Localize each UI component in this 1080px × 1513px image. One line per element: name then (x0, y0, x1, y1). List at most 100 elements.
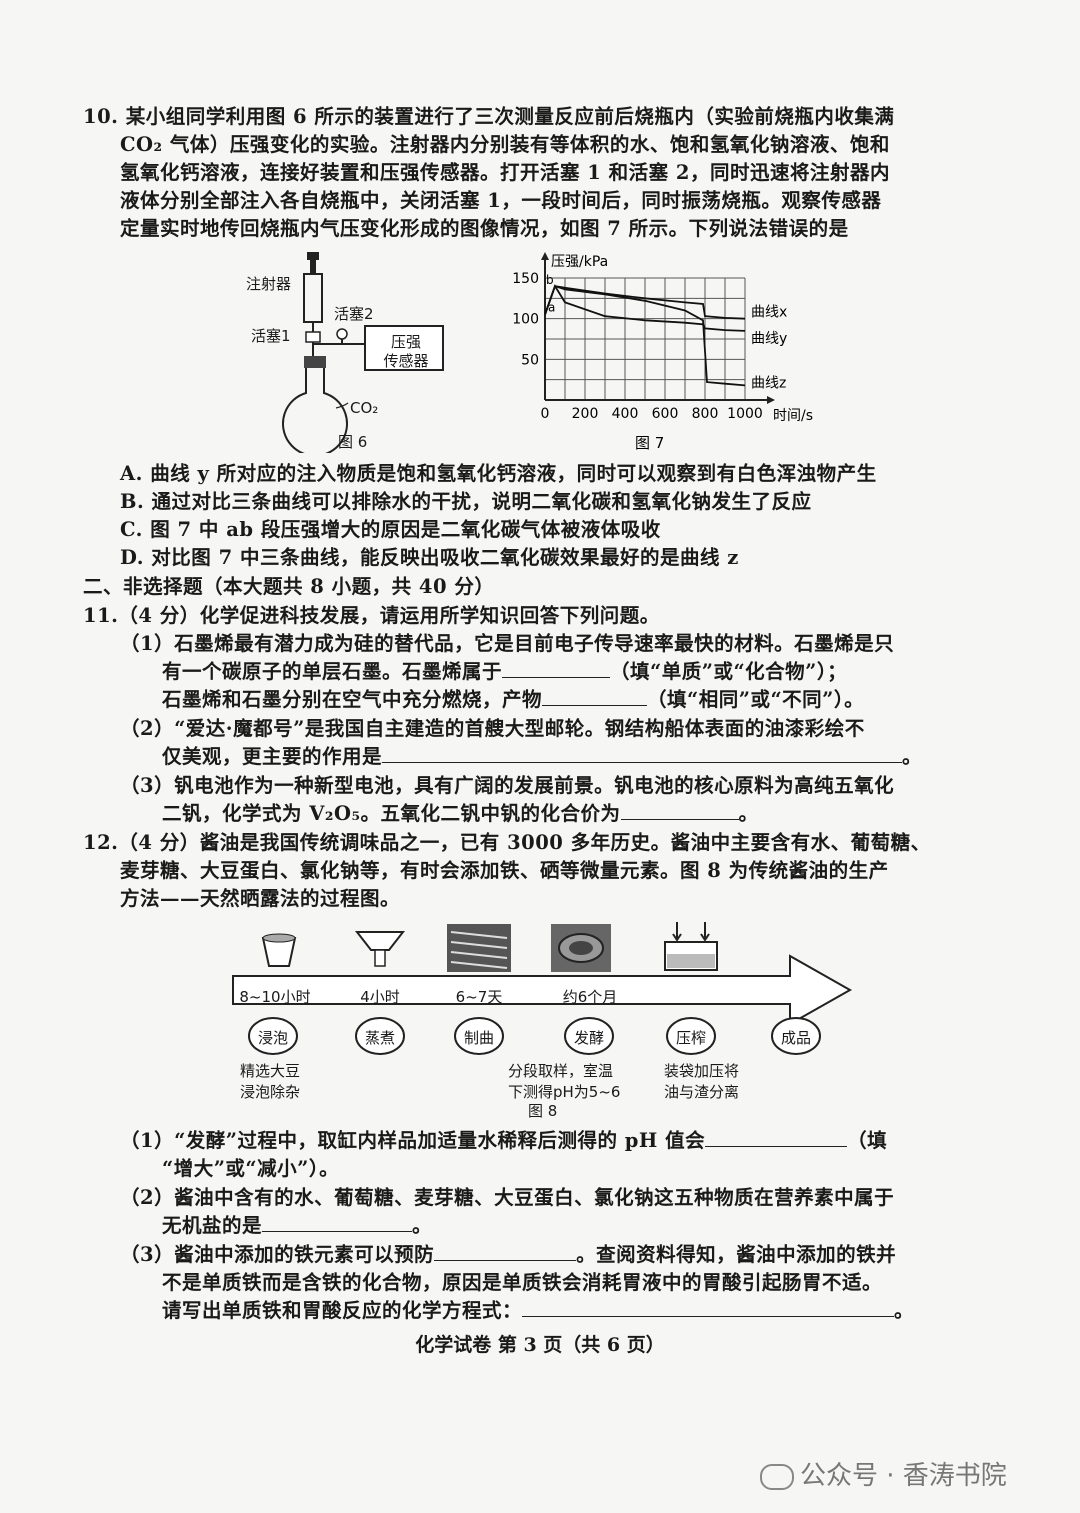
q11-answer-4-blank[interactable] (620, 801, 739, 820)
q11-p1-text-a: 有一个碳原子的单层石墨。石墨烯属于 (162, 660, 503, 683)
label-sensor-2: 传感器 (383, 352, 429, 370)
option-a: A. 曲线 y 所对应的注入物质是饱和氢氧化钙溶液，同时可以观察到有白色浑浊物产… (120, 462, 877, 485)
y-tick-label: 150 (512, 271, 539, 287)
time-label-3: 6~7天 (455, 988, 503, 1006)
series-label-1: 曲线x (751, 305, 787, 321)
q12-p2-line-2: 无机盐的是 。 (162, 1212, 432, 1240)
step-ferment: 发酵 (573, 1029, 604, 1047)
q12-answer-1-blank[interactable] (705, 1128, 848, 1147)
q11-p2-text-a: 仅美观，更主要的作用是 (162, 745, 383, 768)
option-d: D. 对比图 7 中三条曲线，能反映出吸收二氧化碳效果最好的是曲线 z (120, 546, 739, 569)
figure-6-caption: 图 6 (338, 433, 368, 451)
step-press: 压榨 (675, 1029, 706, 1047)
q11-heading: 11.（4 分）化学促进科技发展，请运用所学知识回答下列问题。 (83, 604, 660, 627)
q11-answer-1-blank[interactable] (502, 659, 611, 678)
flask-stopper (304, 356, 326, 368)
q11-answer-3-blank[interactable] (382, 744, 903, 763)
time-label-4: 约6个月 (562, 988, 618, 1006)
series-line-3 (544, 284, 746, 387)
q10-line-5: 定量实时地传回烧瓶内气压变化形成的图像情况，如图 7 所示。下列说法错误的是 (120, 217, 849, 240)
q11-p3-text-b: 。 (738, 802, 759, 825)
step-circle-soak (248, 1017, 298, 1055)
q12-p3-text-a: （3）酱油中添加的铁元素可以预防 (120, 1243, 435, 1266)
time-label-1: 8~10小时 (239, 988, 311, 1006)
label-syringe: 注射器 (246, 275, 292, 293)
wechat-icon (760, 1463, 794, 1490)
process-arrow (232, 954, 853, 1026)
q11-p1-line-2: 有一个碳原子的单层石墨。石墨烯属于 （填“单质”或“化合物”）； (162, 658, 847, 686)
figure-8-caption: 图 8 (528, 1102, 558, 1120)
q12-answer-2-blank[interactable] (262, 1213, 413, 1232)
label-sensor-1: 压强 (390, 333, 421, 351)
q12-p3-text-c: 请写出单质铁和胃酸反应的化学方程式： (162, 1299, 523, 1322)
q12-answer-3-blank[interactable] (434, 1242, 577, 1261)
q12-line-3: 方法——天然晒露法的过程图。 (120, 887, 401, 910)
q10-line-3: 氢氧化钙溶液，连接好装置和压强传感器。打开活塞 1 和活塞 2，同时迅速将注射器… (120, 161, 891, 184)
q11-p1-text-d: （填“相同”或“不同”）。 (647, 688, 865, 711)
q11-p1-line-3: 石墨烯和石墨分别在空气中充分燃烧，产物 （填“相同”或“不同”）。 (162, 686, 864, 714)
step-circle-ferment (564, 1017, 614, 1055)
label-valve-2: 活塞2 (334, 305, 374, 323)
q12-p3-text-b: 。查阅资料得知，酱油中添加的铁并 (576, 1243, 897, 1266)
valve-1 (305, 331, 321, 343)
note-ferment-1: 分段取样，室温 (508, 1062, 614, 1080)
q11-p2-text-b: 。 (902, 745, 923, 768)
step-circle-press (666, 1017, 716, 1055)
syringe-plunger-head (307, 252, 319, 260)
syringe-barrel (303, 273, 323, 323)
note-soak-2: 浸泡除杂 (240, 1083, 301, 1101)
label-co2: CO₂ (350, 399, 379, 417)
q12-p1-text-b: （填 (847, 1129, 888, 1152)
q11-p3-text-a: 二钒，化学式为 V₂O₅。五氧化二钒中钒的化合价为 (162, 802, 621, 825)
step-soak: 浸泡 (257, 1029, 288, 1047)
series-label-2: 曲线y (751, 331, 787, 347)
q12-p1-line-2: “增大”或“减小”）。 (162, 1157, 340, 1180)
option-c: C. 图 7 中 ab 段压强增大的原因是二氧化碳气体被液体吸收 (120, 518, 661, 541)
x-tick-label: 0 (541, 406, 550, 422)
x-tick-label: 200 (572, 406, 599, 422)
watermark: 公众号 · 香涛书院 (760, 1455, 1007, 1492)
q12-line-1: 12.（4 分）酱油是我国传统调味品之一，已有 3000 多年历史。酱油中主要含… (83, 831, 931, 854)
label-valve-1: 活塞1 (251, 327, 291, 345)
q12-answer-4-blank[interactable] (522, 1298, 895, 1317)
q12-p3-line-3: 请写出单质铁和胃酸反应的化学方程式：。 (162, 1297, 914, 1325)
y-tick-label: 100 (512, 312, 539, 328)
watermark-text: 公众号 · 香涛书院 (800, 1461, 1007, 1491)
section-2-heading: 二、非选择题（本大题共 8 小题，共 40 分） (83, 575, 495, 598)
point-label-a: a (548, 301, 555, 315)
q12-p2-text-b: 。 (412, 1214, 433, 1237)
q10-line-2: CO₂ 气体）压强变化的实验。注射器内分别装有等体积的水、饱和氢氧化钠溶液、饱和 (120, 133, 890, 156)
q12-p3-line-1: （3）酱油中添加的铁元素可以预防 。查阅资料得知，酱油中添加的铁并 (120, 1241, 896, 1269)
x-tick-label: 400 (612, 406, 639, 422)
figure-6-apparatus (282, 252, 444, 453)
series-label-3: 曲线z (751, 375, 786, 391)
q10-line-4: 液体分别全部注入各自烧瓶中，关闭活塞 1，一段时间后，同时振荡烧瓶。观察传感器 (120, 189, 882, 212)
series-line-2 (544, 284, 746, 332)
q11-p3-line-2: 二钒，化学式为 V₂O₅。五氧化二钒中钒的化合价为 。 (162, 800, 759, 828)
x-axis-label: 时间/s (773, 408, 813, 424)
x-tick-label: 800 (692, 406, 719, 422)
q10-line-1: 10. 某小组同学利用图 6 所示的装置进行了三次测量反应前后烧瓶内（实验前烧瓶… (83, 105, 895, 128)
q12-p2-line-1: （2）酱油中含有的水、葡萄糖、麦芽糖、大豆蛋白、氯化钠这五种物质在营养素中属于 (120, 1186, 895, 1209)
round-bottom-flask (282, 368, 348, 453)
step-circle-product (771, 1017, 821, 1055)
page-footer: 化学试卷 第 3 页（共 6 页） (415, 1334, 665, 1356)
q12-line-2: 麦芽糖、大豆蛋白、氯化钠等，有时会添加铁、硒等微量元素。图 8 为传统酱油的生产 (120, 859, 889, 882)
q12-p2-text-a: 无机盐的是 (162, 1214, 263, 1237)
q11-p3-line-1: （3）钒电池作为一种新型电池，具有广阔的发展前景。钒电池的核心原料为高纯五氧化 (120, 774, 895, 797)
q11-answer-2-blank[interactable] (542, 687, 648, 706)
q11-p1-text-b: （填“单质”或“化合物”）； (610, 660, 848, 683)
step-product: 成品 (780, 1029, 811, 1047)
figure-7-caption: 图 7 (635, 434, 664, 452)
x-tick-label: 1000 (727, 406, 763, 422)
point-label-b: b (546, 273, 554, 287)
q11-p1-text-c: 石墨烯和石墨分别在空气中充分燃烧，产物 (162, 688, 543, 711)
q11-p1-line-1: （1）石墨烯最有潜力成为硅的替代品，它是目前电子传导速率最快的材料。石墨烯是只 (120, 632, 895, 655)
note-ferment-2: 下测得pH为5~6 (508, 1083, 621, 1101)
note-press-1: 装袋加压将 (664, 1062, 740, 1080)
steamer-icon (354, 931, 406, 951)
x-axis-arrow (767, 396, 775, 404)
note-press-2: 油与渣分离 (664, 1083, 740, 1101)
q12-p1-text-a: （1）“发酵”过程中，取缸内样品加适量水稀释后测得的 pH 值会 (120, 1129, 706, 1152)
